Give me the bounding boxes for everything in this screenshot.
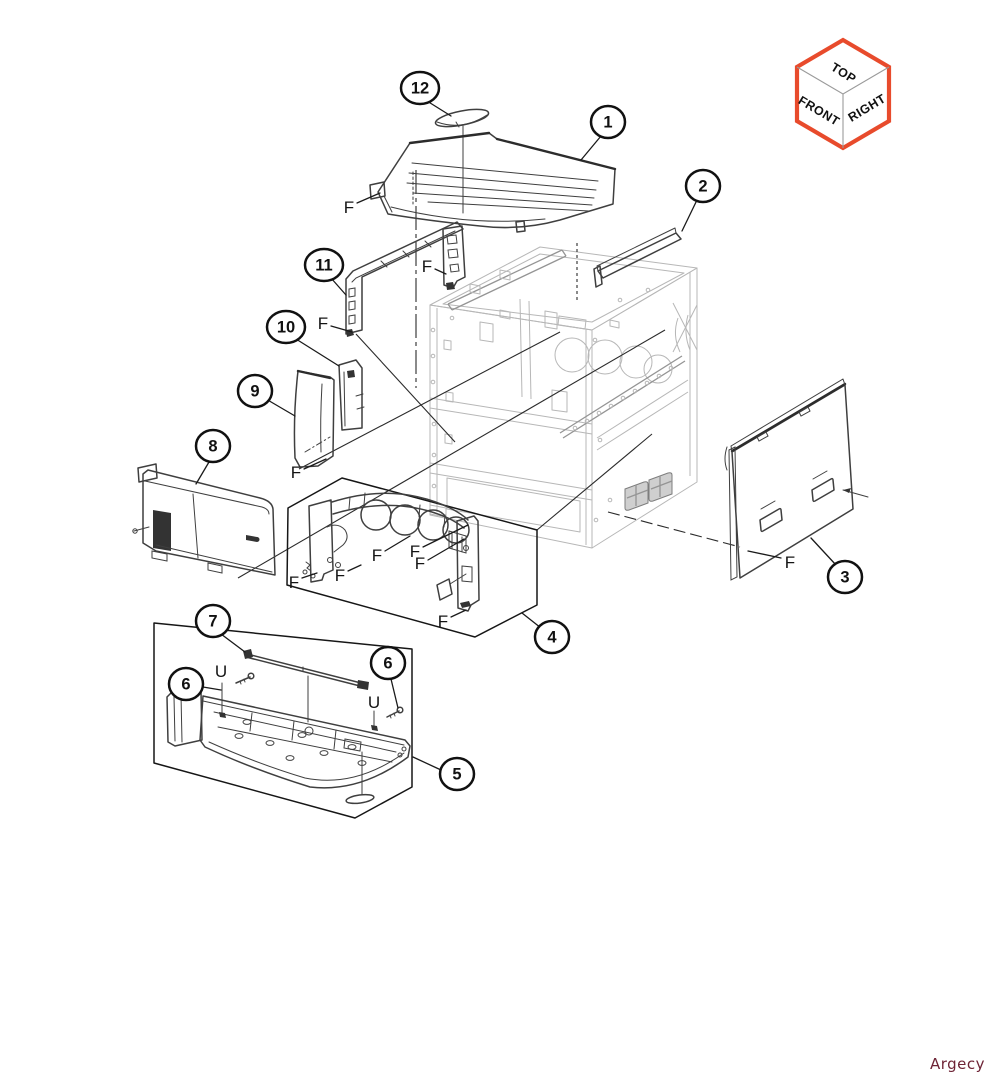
callout-11-number: 11 — [315, 257, 332, 275]
watermark-text: Argecy — [930, 1055, 985, 1073]
fastener-label-f: F — [785, 553, 795, 572]
fastener-label-f: F — [438, 612, 448, 631]
callout-4-number: 4 — [547, 629, 557, 647]
vent-grille — [153, 510, 171, 551]
handle-slot — [246, 535, 260, 542]
callout-10-number: 10 — [277, 319, 295, 337]
fastener-label-f: F — [422, 257, 432, 276]
fastener-label-f: F — [291, 463, 301, 482]
part-5-group-box — [153, 622, 413, 819]
size-indicator-slot — [345, 793, 375, 805]
part-8-left-cover — [132, 463, 276, 576]
callout-9: 9 — [236, 373, 274, 409]
top-cover-ribs — [406, 162, 599, 212]
callout-12: 12 — [399, 70, 441, 106]
part-10-bracket — [338, 359, 365, 431]
callout-2: 2 — [684, 168, 722, 204]
fastener-labels: F F F F F F F F F F F U U — [215, 192, 795, 712]
handle-cutouts — [759, 470, 835, 533]
part-2-rear-rail — [593, 227, 682, 288]
part-7-rod — [243, 649, 369, 690]
frame-top-beam — [447, 249, 567, 311]
fastener-label-f: F — [410, 542, 420, 561]
part-4-group-box — [286, 477, 538, 638]
fastener-label-f: F — [344, 198, 354, 217]
callout-8: 8 — [194, 428, 232, 464]
fastener-label-f: F — [289, 573, 299, 592]
part-5-mp-tray — [166, 675, 411, 805]
part-6-screw-left — [235, 672, 255, 685]
part-11-end-bracket — [442, 225, 466, 290]
callout-6-left-number: 6 — [181, 676, 190, 694]
callout-3: 3 — [826, 559, 864, 595]
callout-8-number: 8 — [208, 438, 217, 456]
callout-9-number: 9 — [250, 383, 259, 401]
callout-7-number: 7 — [208, 613, 217, 631]
part-6-screw-right — [386, 706, 404, 719]
part-4-ep-frame — [302, 492, 480, 612]
part-9-rear-left-cover — [293, 369, 335, 468]
callout-3-number: 3 — [840, 569, 849, 587]
part-3-right-cover — [724, 378, 869, 581]
callout-1-number: 1 — [603, 114, 612, 132]
callout-12-number: 12 — [411, 80, 429, 98]
part-11-corner-trim — [345, 221, 466, 337]
callout-5: 5 — [438, 756, 476, 792]
fastener-label-f: F — [318, 314, 328, 333]
label-sheet — [436, 578, 453, 601]
callout-1: 1 — [589, 104, 627, 140]
callout-2-number: 2 — [698, 178, 707, 196]
callout-6-right-number: 6 — [383, 655, 392, 673]
fastener-label-u: U — [368, 693, 380, 712]
fastener-label-u: U — [215, 662, 227, 681]
orientation-cube: TOP FRONT RIGHT — [794, 37, 892, 151]
fastener-label-f: F — [335, 566, 345, 585]
frame-roller-holes — [572, 365, 674, 431]
callout-11: 11 — [303, 247, 345, 283]
callout-7: 7 — [194, 603, 232, 639]
frame-screw-holes — [430, 287, 651, 523]
callout-6-right: 6 — [369, 645, 407, 681]
fastener-label-f: F — [415, 554, 425, 573]
callout-5-number: 5 — [452, 766, 461, 784]
part-12-paper-bail — [434, 108, 490, 214]
fastener-label-f: F — [372, 546, 382, 565]
frame-lift-handles — [624, 472, 673, 511]
callout-leaders — [195, 100, 837, 771]
part-1-top-cover — [369, 131, 617, 233]
callout-10: 10 — [265, 309, 307, 345]
callout-4: 4 — [533, 619, 571, 655]
printer-frame — [429, 246, 698, 549]
callout-6-left: 6 — [167, 666, 205, 702]
